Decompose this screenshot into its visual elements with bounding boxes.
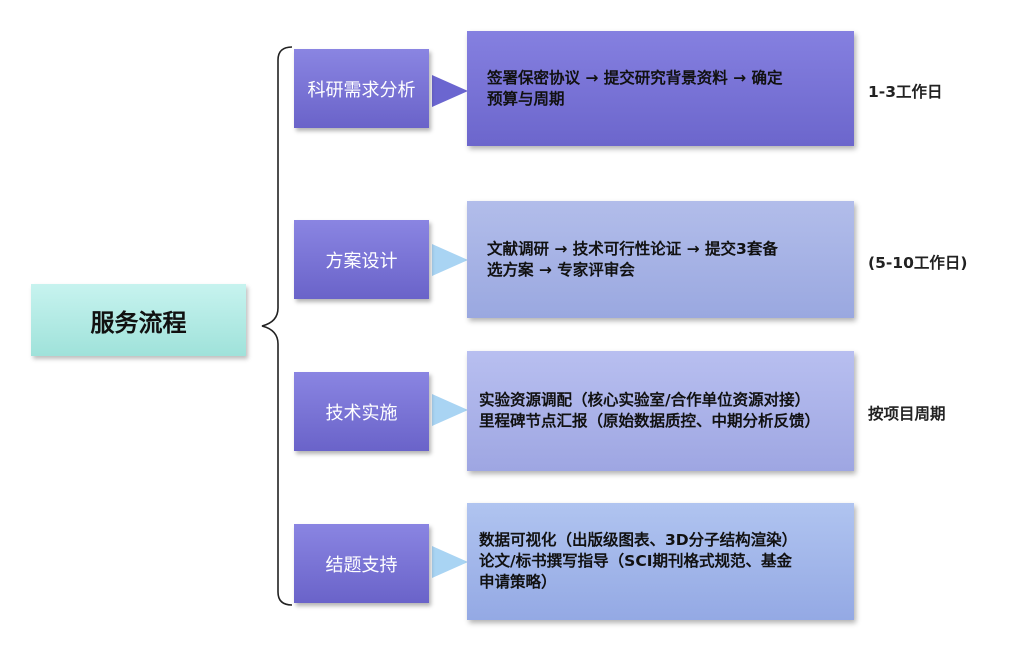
root-label: 服务流程 [90,308,187,337]
step-duration: 按项目周期 [868,405,946,423]
step-desc-tech-implementation: 实验资源调配（核心实验室/合作单位资源对接） 里程碑节点汇报（原始数据质控、中期… [467,351,854,471]
step-desc-completion-support: 数据可视化（出版级图表、3D分子结构渲染） 论文/标书撰写指导（SCI期刊格式规… [467,503,854,620]
step-label: 结题支持 [325,554,398,576]
step-duration: (5-10工作日) [868,254,968,272]
step-node-research-analysis: 科研需求分析 [294,49,429,128]
step-desc-text: 签署保密协议 → 提交研究背景资料 → 确定 预算与周期 [487,68,783,108]
brace [261,46,293,606]
step-desc-text: 数据可视化（出版级图表、3D分子结构渲染） 论文/标书撰写指导（SCI期刊格式规… [479,531,798,591]
step-desc-text: 文献调研 → 技术可行性论证 → 提交3套备 选方案 → 专家评审会 [487,239,778,279]
step-duration: 1-3工作日 [868,83,943,101]
step-desc-text: 实验资源调配（核心实验室/合作单位资源对接） 里程碑节点汇报（原始数据质控、中期… [479,391,821,430]
root-node: 服务流程 [31,284,246,356]
step-node-completion-support: 结题支持 [294,524,429,603]
step-label: 技术实施 [325,402,398,424]
step-label: 科研需求分析 [307,79,416,101]
step-label: 方案设计 [325,250,398,272]
step-node-plan-design: 方案设计 [294,220,429,299]
step-node-tech-implementation: 技术实施 [294,372,429,451]
step-desc-plan-design: 文献调研 → 技术可行性论证 → 提交3套备 选方案 → 专家评审会 [467,201,854,318]
step-desc-research-analysis: 签署保密协议 → 提交研究背景资料 → 确定 预算与周期 [467,31,854,146]
